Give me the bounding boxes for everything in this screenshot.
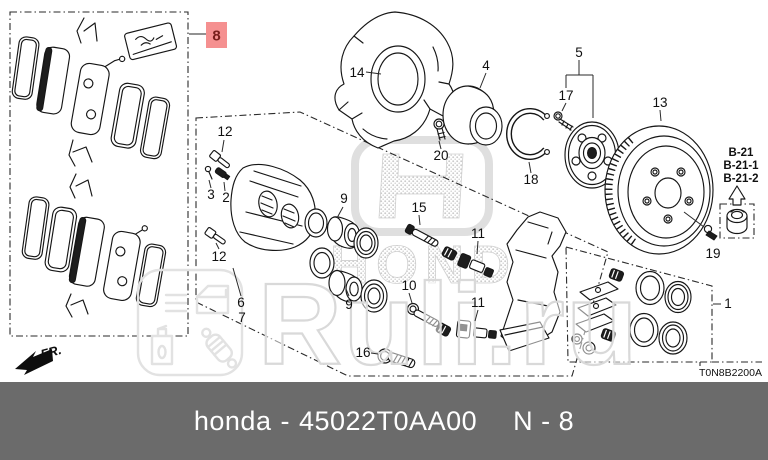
brake-disc [604, 125, 714, 255]
b21-arrow-icon [728, 185, 746, 206]
caliper-body [230, 164, 316, 252]
callout-3: 3 [207, 187, 215, 202]
lug-nut [719, 203, 755, 239]
callout-9-upper: 9 [340, 191, 348, 206]
watermark-site-text: Ruli.ru [258, 259, 639, 382]
callout-5: 5 [575, 45, 583, 60]
ref-b21-1: B-21-1 [723, 160, 759, 172]
footer-part-number: 45022T0AA00 [298, 405, 478, 436]
callout-9-lower: 9 [345, 297, 353, 312]
bleeder-screw [214, 167, 231, 181]
seal-kit-box [565, 246, 713, 363]
linework [9, 11, 762, 377]
callout-11-upper: 11 [471, 226, 485, 241]
callout-2: 2 [222, 190, 230, 205]
callout-7: 7 [238, 310, 246, 325]
caliper-bolt-lower [204, 227, 226, 245]
fr-direction-arrow [15, 349, 53, 375]
slide-pin-lower [406, 302, 452, 337]
watermark-icons-panel [136, 268, 244, 377]
drawing-code: T0N8B2200A [699, 367, 762, 379]
callout-4: 4 [482, 58, 490, 73]
pad-retainer-upper [457, 253, 494, 278]
ref-b21-2: B-21-2 [723, 173, 758, 185]
pad-kit-box [9, 11, 189, 337]
ref-b21: B-21 [729, 147, 755, 159]
callout-13: 13 [652, 95, 667, 110]
callout-16: 16 [355, 345, 370, 360]
callout-14: 14 [349, 65, 365, 80]
snap-ring [506, 108, 550, 160]
callout-15: 15 [411, 200, 426, 215]
callout-18: 18 [523, 172, 538, 187]
callout-12-lower: 12 [211, 249, 226, 264]
callout-11-lower: 11 [471, 295, 485, 310]
callout-17: 17 [558, 88, 573, 103]
piston-seal-group [304, 208, 388, 313]
callout-6: 6 [237, 295, 245, 310]
seal-kit-contents [571, 268, 692, 355]
highlight-badge-label: 8 [212, 28, 220, 45]
car-door-icon [195, 284, 230, 315]
grease-packet [124, 22, 178, 61]
oil-can-icon [150, 324, 174, 366]
list-icon [164, 293, 188, 313]
pad-retainer-lower [455, 319, 497, 339]
guard-bolt [433, 118, 446, 141]
highlight-badge [206, 22, 227, 48]
slide-pin-upper [404, 223, 458, 261]
callout-10: 10 [401, 278, 416, 293]
brake-parts-diagram: HONDA [9, 11, 762, 382]
highlighted-callout-8[interactable]: 8 [189, 22, 227, 48]
caliper-bolt-upper [209, 150, 230, 169]
brake-pad-set-lower [21, 173, 167, 318]
footer-page-ref: N - 8 [513, 405, 575, 436]
hub-bolt [553, 111, 574, 131]
callout-20: 20 [433, 148, 448, 163]
callouts: 12 3 2 12 6 7 9 9 15 10 11 11 16 14 20 4… [39, 45, 762, 379]
callout-1: 1 [724, 296, 732, 311]
fr-label: FR. [39, 342, 63, 362]
brake-pad-set-upper [11, 17, 178, 167]
bleeder-cap [204, 165, 213, 180]
bracket-bolt [377, 348, 416, 369]
footer-dash: - [280, 405, 290, 436]
wheel-bearing [442, 85, 503, 146]
caliper-set-box [195, 111, 609, 377]
footer-bar: honda - 45022T0AA00 N - 8 [0, 382, 768, 460]
footer-brand: honda [193, 405, 272, 436]
callout-12-upper: 12 [217, 124, 232, 139]
splash-guard [334, 11, 455, 149]
callout-19: 19 [705, 246, 720, 261]
wheel-bolt [683, 211, 718, 241]
caliper-bracket [499, 211, 567, 352]
shock-absorber-icon [201, 327, 238, 369]
watermark-honda-logo [351, 136, 493, 236]
